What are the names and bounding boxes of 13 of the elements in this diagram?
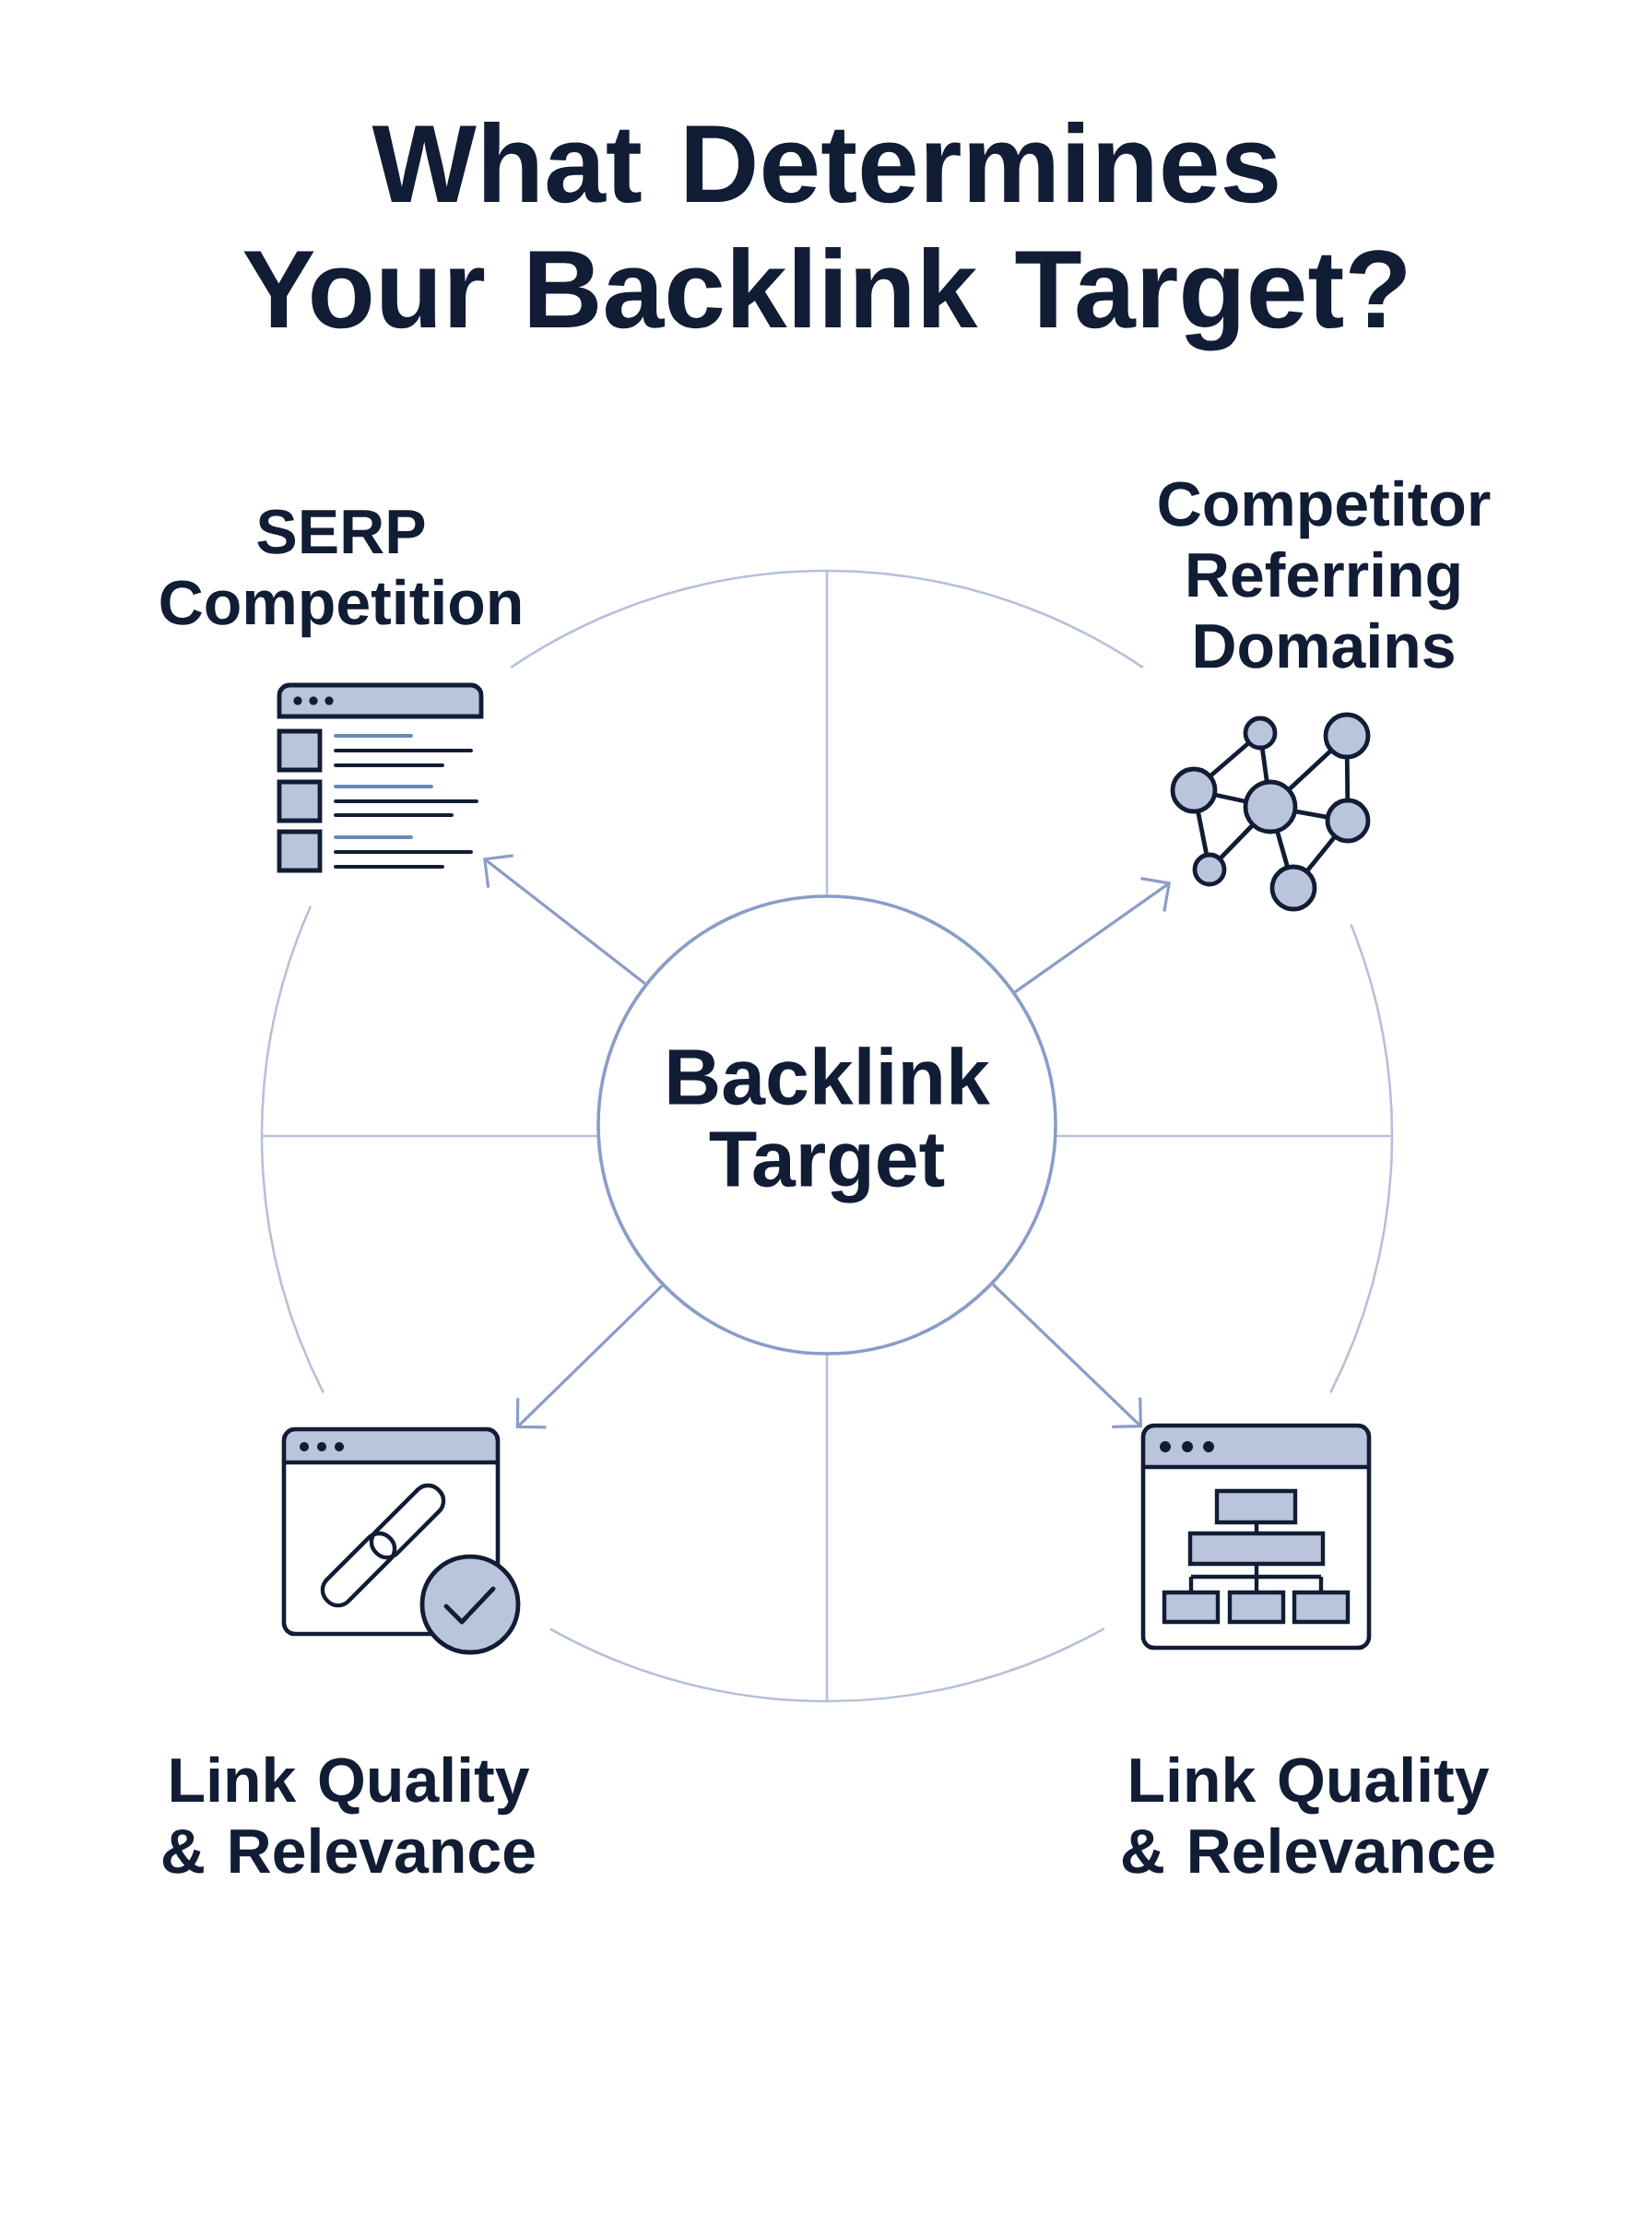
link-check-icon <box>281 1426 521 1655</box>
factor-label: Link Quality & Relevance <box>162 1756 535 1874</box>
list-icon <box>277 682 484 873</box>
factor-label: Link Quality & Relevance <box>1122 1756 1494 1874</box>
arrow <box>992 1283 1142 1428</box>
title: What Determines Your Backlink Target? <box>243 122 1406 351</box>
network-icon <box>1170 712 1371 912</box>
arrow <box>483 854 646 986</box>
sitemap-icon <box>1140 1423 1372 1651</box>
factor-label: SERP Competition <box>160 509 521 638</box>
factor-label: Competitor Referring Domains <box>1159 479 1491 669</box>
arrow <box>515 1284 664 1429</box>
arrow <box>1014 877 1171 994</box>
